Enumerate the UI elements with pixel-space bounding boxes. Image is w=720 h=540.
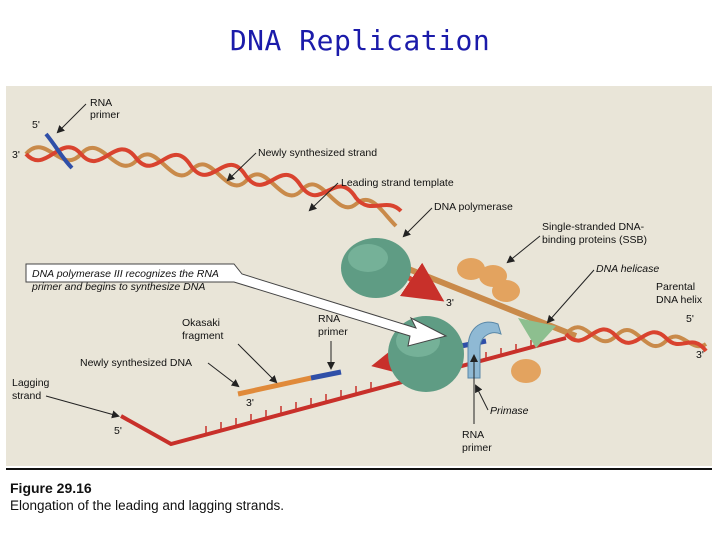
- primase-label: Primase: [490, 405, 529, 417]
- callout-text-2: primer and begins to synthesize DNA: [31, 281, 205, 293]
- okazaki-fragment: [237, 375, 312, 397]
- dna-polymerase-upper: [341, 238, 411, 298]
- callout-text-1: DNA polymerase III recognizes the RNA: [32, 268, 219, 280]
- five-prime-lagging-label: 5': [114, 425, 122, 437]
- okazaki-label-1: Okasaki: [182, 317, 220, 329]
- slide-title: DNA Replication: [229, 24, 491, 57]
- lagging-strand-label-2: strand: [12, 390, 41, 402]
- rna-primer-top-label-2: primer: [90, 109, 120, 121]
- ssb-label-1: Single-stranded DNA-: [542, 221, 645, 233]
- newly-synthesized-strand-label: Newly synthesized strand: [258, 147, 377, 159]
- parental-helix-strand-a: [564, 325, 708, 349]
- okazaki-rna-primer: [310, 369, 342, 381]
- ssb-proteins: [457, 258, 541, 383]
- rna-primer-top-strand: [44, 132, 74, 170]
- leading-new-strand: [399, 262, 445, 302]
- rna-primer-top-label-1: RNA: [90, 97, 112, 109]
- template-strand: [24, 145, 398, 228]
- lagging-template-strand: [120, 336, 567, 447]
- dna-helicase: [518, 318, 556, 348]
- caption-divider: [6, 468, 712, 470]
- ssb-label-2: binding proteins (SSB): [542, 234, 647, 246]
- rna-primer-mid-label-1: RNA: [318, 313, 340, 325]
- lagging-strand-label-1: Lagging: [12, 377, 50, 389]
- rna-primer-mid-label-2: primer: [318, 326, 348, 338]
- dna-helicase-label: DNA helicase: [596, 263, 659, 275]
- lagging-strand-ticks: [205, 340, 532, 434]
- leading-strand-template-label: Leading strand template: [341, 177, 454, 189]
- newly-synthesized-strand: [24, 145, 403, 213]
- dna-polymerase-label: DNA polymerase: [434, 201, 513, 213]
- newly-synthesized-dna-label: Newly synthesized DNA: [80, 357, 192, 369]
- parental-label-1: Parental: [656, 281, 695, 293]
- primase: [467, 321, 502, 379]
- figure-number: Figure 29.16: [10, 480, 92, 496]
- parental-helix-strand-b: [564, 327, 708, 353]
- three-prime-right-label: 3': [696, 349, 704, 361]
- parental-label-2: DNA helix: [656, 294, 703, 306]
- rna-primer-bottom-label-1: RNA: [462, 429, 484, 441]
- figure-diagram: RNA primer 5' 3' Newly synthesized stran…: [12, 97, 708, 454]
- figure-caption: Elongation of the leading and lagging st…: [10, 498, 284, 513]
- dna-replication-figure: RNA primer 5' 3' Newly synthesized stran…: [6, 86, 712, 466]
- three-prime-top-label: 3': [12, 149, 20, 161]
- okazaki-label-2: fragment: [182, 330, 224, 342]
- three-prime-okazaki-label: 3': [246, 397, 254, 409]
- rna-primer-bottom-label-2: primer: [462, 442, 492, 454]
- callout-arrow: [25, 263, 448, 347]
- five-prime-right-label: 5': [686, 313, 694, 325]
- three-prime-leading-label: 3': [446, 297, 454, 309]
- five-prime-top-label: 5': [32, 119, 40, 131]
